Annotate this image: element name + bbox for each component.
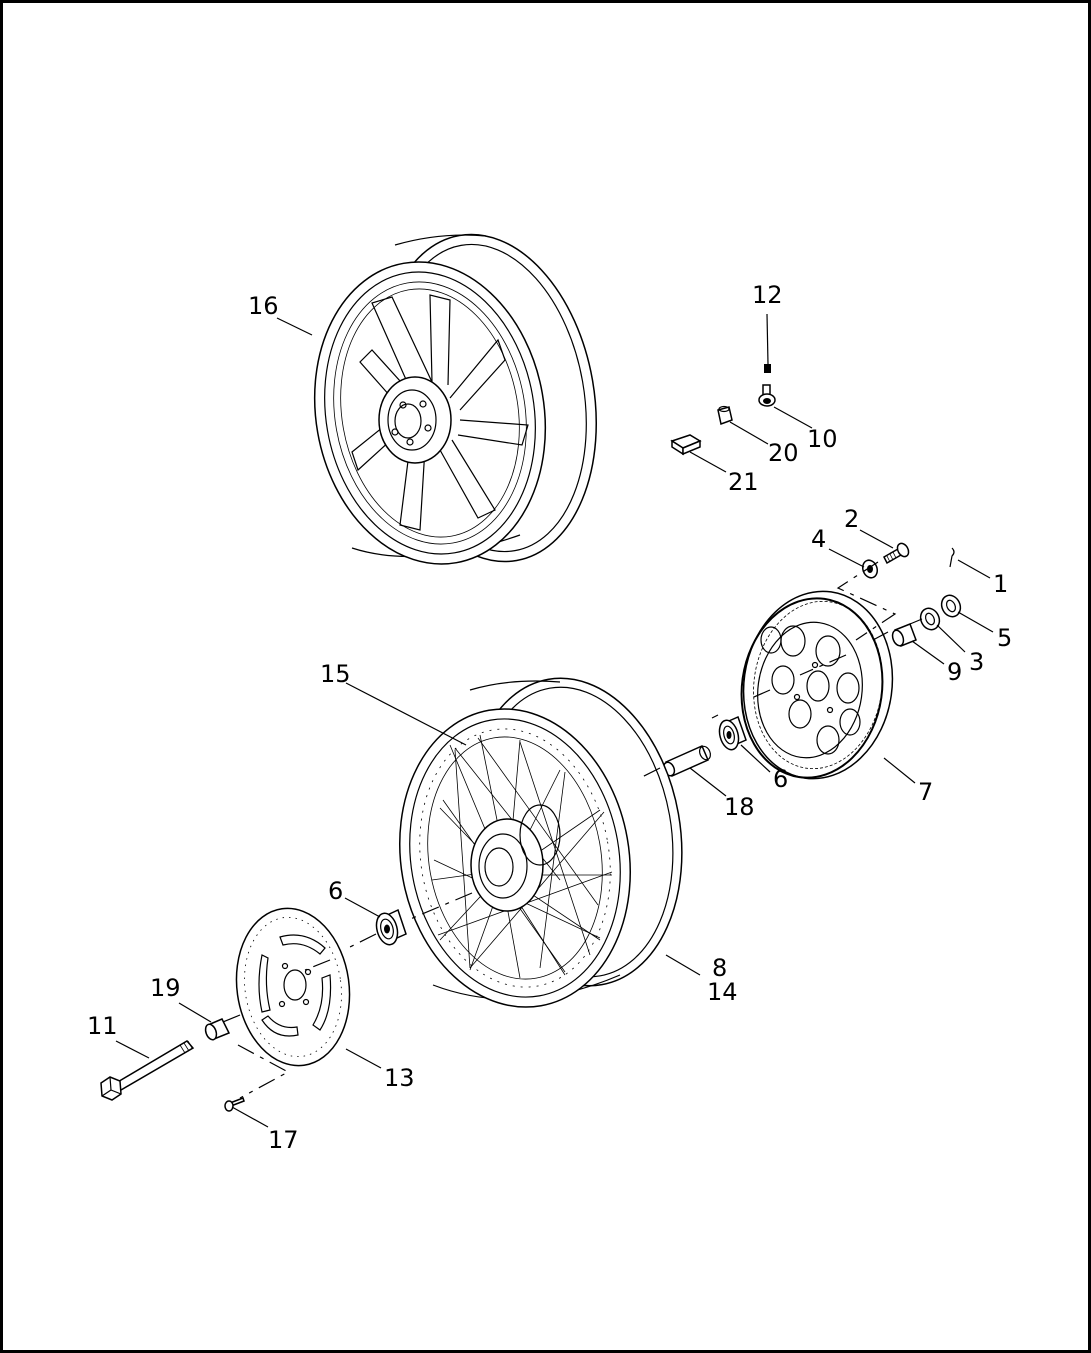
bearing-upper [718, 715, 747, 751]
axle-nut [940, 594, 962, 618]
label-11: 11 [87, 1012, 118, 1040]
label-12: 12 [752, 281, 783, 309]
label-2: 2 [844, 505, 859, 533]
disc-screw [224, 1097, 245, 1112]
label-7: 7 [918, 778, 933, 806]
label-9: 9 [947, 658, 962, 686]
leader-lines [115, 313, 994, 1128]
bearing-lower [375, 908, 407, 946]
label-1: 1 [993, 570, 1008, 598]
centerlines [222, 561, 923, 1099]
axle-sleeve [662, 745, 712, 777]
label-19: 19 [150, 974, 181, 1002]
axle [100, 1040, 195, 1101]
valve-cap [764, 364, 771, 373]
balance-weight [717, 405, 733, 425]
label-3: 3 [969, 648, 984, 676]
spacer [891, 623, 917, 647]
label-14: 14 [707, 978, 738, 1006]
label-13: 13 [384, 1064, 415, 1092]
disc-spacer [204, 1018, 231, 1041]
label-16: 16 [248, 292, 279, 320]
part-labels: 16 12 10 20 21 2 4 1 5 3 9 15 6 7 18 6 8… [87, 281, 1012, 1154]
weight-block [670, 434, 702, 456]
axle-washer [919, 607, 941, 631]
label-8: 8 [712, 954, 727, 982]
cast-wheel [313, 233, 598, 565]
valve-stem [758, 384, 776, 407]
cotter-pin [949, 547, 955, 568]
brake-disc [235, 907, 351, 1067]
label-5: 5 [997, 624, 1012, 652]
label-21: 21 [728, 468, 759, 496]
label-17: 17 [268, 1126, 299, 1154]
label-6-lower: 6 [328, 877, 343, 905]
sprocket-bolt [883, 542, 910, 565]
label-20: 20 [768, 439, 799, 467]
label-15: 15 [320, 660, 351, 688]
label-4: 4 [811, 525, 826, 553]
label-10: 10 [807, 425, 838, 453]
label-18: 18 [724, 793, 755, 821]
laced-wheel [398, 677, 683, 1008]
label-6-upper: 6 [773, 765, 788, 793]
sprocket-washer [861, 559, 879, 579]
sprocket [740, 590, 894, 780]
